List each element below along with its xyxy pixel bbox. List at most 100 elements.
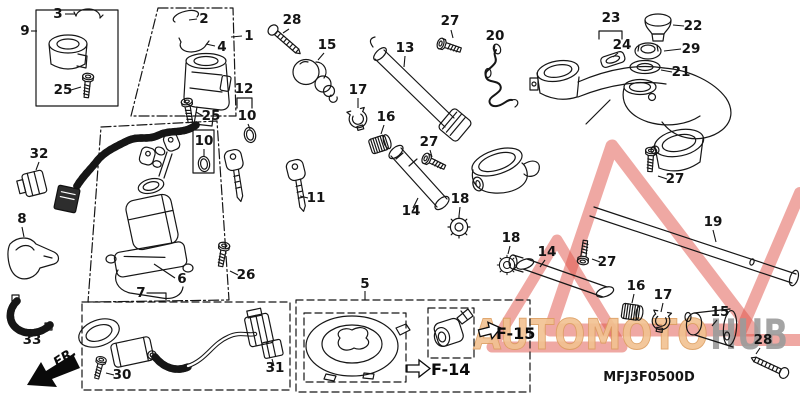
callout-10: 10 [195, 133, 214, 149]
callout-22: 22 [684, 18, 703, 34]
callout-27: 27 [666, 171, 685, 187]
ignition-cable-coil [53, 121, 200, 214]
callout-leader-28 [755, 347, 761, 355]
watermark-triangle-small [486, 234, 628, 353]
callout-leader-11 [299, 195, 309, 199]
part-7-immobilizer-receiver [78, 307, 284, 373]
part-9-lock-collar [48, 34, 88, 70]
callout-leader-25 [195, 111, 204, 117]
callout-leader-2 [188, 18, 198, 21]
callout-leader-20 [493, 43, 496, 53]
callout-25: 25 [54, 82, 73, 98]
part-22-stem-cap [644, 13, 672, 42]
callout-14: 14 [402, 203, 421, 219]
callout-13: 13 [396, 40, 415, 56]
callout-27: 27 [598, 254, 617, 270]
callout-20: 20 [486, 28, 505, 44]
callout-leader-16 [631, 293, 635, 304]
ref-f15[interactable]: F-15 [477, 320, 535, 343]
callout-leader-21 [660, 69, 673, 73]
part-26-bolt [214, 240, 231, 268]
callout-leader-17 [660, 302, 664, 313]
callout-28: 28 [283, 12, 302, 28]
callout-15: 15 [318, 37, 337, 53]
callout-16: 16 [377, 109, 396, 125]
callout-17: 17 [349, 82, 368, 98]
callout-27: 27 [441, 13, 460, 29]
part-28-screw-a [267, 24, 301, 55]
part-17-clamp-a [346, 106, 371, 133]
part-27-bolt-b [419, 151, 448, 173]
callout-31: 31 [266, 360, 285, 376]
part-number-callouts: 1234567891010111213141415151616171718181… [17, 6, 772, 383]
callout-24: 24 [613, 37, 632, 53]
part-33-band-clamp [6, 294, 54, 337]
part-27-bolt-a [435, 36, 463, 56]
callout-33: 33 [23, 332, 42, 348]
ref-arrow-icon [477, 321, 502, 341]
fr-arrow-icon [27, 354, 80, 387]
callout-leader-29 [663, 48, 682, 52]
callout-leader-27 [450, 29, 454, 39]
watermark-triangle-large [543, 139, 759, 337]
part-25-bolt-a [80, 72, 95, 99]
lock-cylinder [433, 308, 474, 348]
callout-25: 25 [202, 108, 221, 124]
diagram-code: MFJ3F0500D [603, 370, 695, 385]
watermark-triangle-right [731, 187, 800, 346]
callout-18: 18 [451, 191, 470, 207]
ref-arrow-icon [406, 358, 432, 379]
part-32-connector [16, 169, 48, 198]
top-bridge-assembly [529, 59, 732, 172]
part-19-handle-pipe [589, 206, 800, 287]
callout-leader-15 [711, 319, 718, 327]
ref-f14[interactable]: F-14 [406, 358, 470, 379]
callout-14: 14 [538, 244, 557, 260]
bracket-12 [236, 97, 253, 109]
callout-21: 21 [672, 64, 691, 80]
callout-leader-18 [507, 245, 511, 255]
callout-leader-14 [412, 197, 419, 209]
callout-leader-28 [282, 28, 290, 34]
part-16-bushing-a [367, 132, 394, 155]
callout-15: 15 [711, 304, 730, 320]
callout-leader-32 [35, 161, 40, 171]
part-15-bar-end-a [292, 58, 338, 103]
callout-4: 4 [217, 39, 226, 55]
callout-18: 18 [502, 230, 521, 246]
group-7-box [81, 301, 291, 391]
callout-leader-8 [21, 226, 25, 238]
callout-1: 1 [244, 28, 253, 44]
group-5-box [295, 299, 531, 393]
part-28-screw-b [750, 356, 790, 379]
callout-7: 7 [136, 285, 145, 301]
part-31-connector [261, 338, 284, 359]
part-8-bracket [7, 237, 60, 280]
part-21-washer [629, 59, 661, 75]
callout-17: 17 [654, 287, 673, 303]
callout-5: 5 [360, 276, 369, 292]
bracket-23 [598, 30, 623, 40]
callout-8: 8 [17, 211, 26, 227]
part-4-snap-ring [178, 37, 210, 53]
callout-leader-24 [612, 52, 619, 58]
callout-leader-25 [70, 86, 82, 91]
callout-leader-15 [317, 52, 325, 61]
callout-27: 27 [420, 134, 439, 150]
part-29-stem-nut [634, 42, 662, 60]
callout-leader-16 [380, 124, 385, 135]
callout-leader-22 [672, 24, 685, 27]
ref-f14-label: F-14 [431, 360, 470, 379]
callout-leader-19 [712, 229, 717, 243]
part-24-plate [600, 51, 626, 69]
part-14-weight-b [508, 254, 615, 298]
group-1-box [130, 7, 237, 117]
part-10-ring-b [196, 155, 212, 173]
callout-leader-27 [429, 149, 433, 158]
part-2-washer [172, 9, 200, 23]
callout-26: 26 [237, 267, 256, 283]
lock-cylinder-box [427, 307, 475, 359]
callout-6: 6 [177, 271, 186, 287]
